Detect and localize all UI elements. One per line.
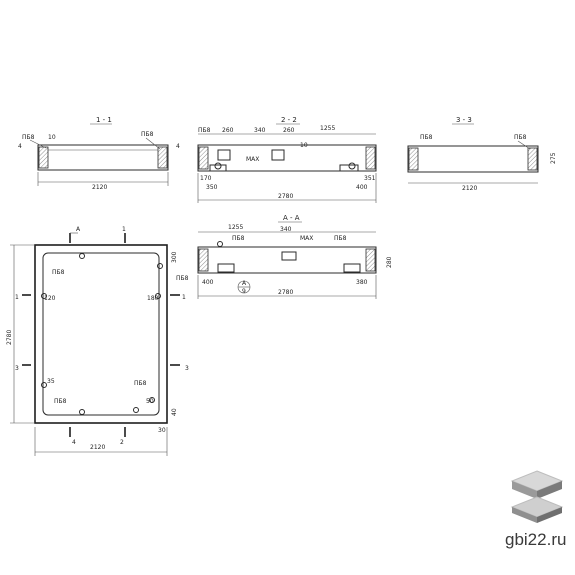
dim-total: 2780 <box>278 193 293 200</box>
max-label: MAX <box>246 156 259 163</box>
end-block-right <box>527 147 538 171</box>
end-block-right <box>157 146 168 169</box>
dim-height: 275 <box>550 152 557 164</box>
inner-frame <box>42 252 160 416</box>
gbi22-logo-icon <box>510 470 564 523</box>
end-block-left <box>198 146 209 170</box>
section-3-3: 3 - 3 ПБ8 ПБ8 275 2120 <box>407 116 557 192</box>
lifting-loop <box>155 293 161 299</box>
mark-left: ПБ8 <box>420 134 433 141</box>
dim-h2: 351 <box>364 175 376 182</box>
mark-left: ПБ8 <box>22 134 35 141</box>
mark-tl: ПБ8 <box>52 269 65 276</box>
dim-width: 2120 <box>92 184 107 191</box>
section-2-2: 2 - 2 260 340 260 1255 ПБ8 MAX 10 170 35… <box>197 116 377 203</box>
lifting-loop <box>41 293 47 299</box>
outer-frame <box>34 244 168 424</box>
site-name: gbi22.ru <box>505 530 567 549</box>
end-block-right <box>365 248 376 272</box>
section-title: 3 - 3 <box>456 116 472 124</box>
cut-4-bottom: 4 <box>72 439 76 446</box>
dim-d2: 340 <box>254 127 266 134</box>
dim-w2: 400 <box>356 184 368 191</box>
dim-d3: 260 <box>283 127 295 134</box>
dim-40: 40 <box>171 408 178 416</box>
section-title: A - A <box>283 214 300 222</box>
mark-right: ПБ8 <box>141 131 154 138</box>
lifting-loop <box>149 397 155 403</box>
max-label: MAX <box>300 235 313 242</box>
end-block-right <box>365 146 376 170</box>
dim-h1: 170 <box>200 175 212 182</box>
dim-plan-width: 2120 <box>90 444 105 451</box>
section-title: 2 - 2 <box>281 116 297 124</box>
lifting-loop <box>79 253 85 259</box>
section-title: 1 - 1 <box>96 116 112 124</box>
cut-3-right: 3 <box>185 365 189 372</box>
mark-tr: ПБ8 <box>176 275 189 282</box>
cut-mark-left: 4 <box>18 143 22 150</box>
dim-50: 50 <box>146 398 154 405</box>
section-a-a: A - A 1255 340 ПБ8 ПБ8 MAX 280 А 9 400 3… <box>197 214 393 299</box>
callout-top: А <box>242 280 247 287</box>
cut-1-top: 1 <box>122 226 126 233</box>
mark-1: ПБ8 <box>232 235 245 242</box>
dim-180: 180 <box>147 295 159 302</box>
end-block-left <box>38 146 49 169</box>
mark-2: ПБ8 <box>334 235 347 242</box>
section-1-1: 1 - 1 ПБ8 ПБ8 10 4 4 2120 <box>18 116 180 191</box>
cut-mark-right: 4 <box>176 143 180 150</box>
dim-300: 300 <box>171 251 178 263</box>
dim-w2: 380 <box>356 279 368 286</box>
dim-d4: 1255 <box>320 125 335 132</box>
mark-br: ПБ8 <box>134 380 147 387</box>
cut-2-bottom: 2 <box>120 439 124 446</box>
lifting-loop <box>41 382 47 388</box>
cut-a-top: A <box>76 226 81 233</box>
dim-d1: 260 <box>222 127 234 134</box>
dim-total: 2780 <box>278 289 293 296</box>
dim-w1: 350 <box>206 184 218 191</box>
end-block-left <box>198 248 209 272</box>
dim-width: 2120 <box>462 185 477 192</box>
cut-1-right: 1 <box>182 294 186 301</box>
cut-3-left: 3 <box>15 365 19 372</box>
dim-d2: 340 <box>280 226 292 233</box>
mark-bl: ПБ8 <box>54 398 67 405</box>
mark-right: ПБ8 <box>514 134 527 141</box>
dim-height: 280 <box>386 256 393 268</box>
dim-d1: 1255 <box>228 224 243 231</box>
lifting-loop <box>157 263 163 269</box>
mark: ПБ8 <box>198 127 211 134</box>
dim-35: 35 <box>47 378 55 385</box>
dim-small: 10 <box>48 134 56 141</box>
end-block-left <box>408 147 419 171</box>
dim-120: 120 <box>44 295 56 302</box>
cut-1-left: 1 <box>15 294 19 301</box>
dim-30: 30 <box>158 427 166 434</box>
lifting-loop <box>79 409 85 415</box>
plan-view: A 1 4 2 1 1 3 3 ПБ8 ПБ8 ПБ8 ПБ8 120 180 … <box>6 226 189 456</box>
dim-small: 10 <box>300 142 308 149</box>
dim-w1: 400 <box>202 279 214 286</box>
callout-bottom: 9 <box>242 288 246 295</box>
dim-plan-height: 2780 <box>6 330 13 345</box>
lifting-loop <box>133 407 139 413</box>
